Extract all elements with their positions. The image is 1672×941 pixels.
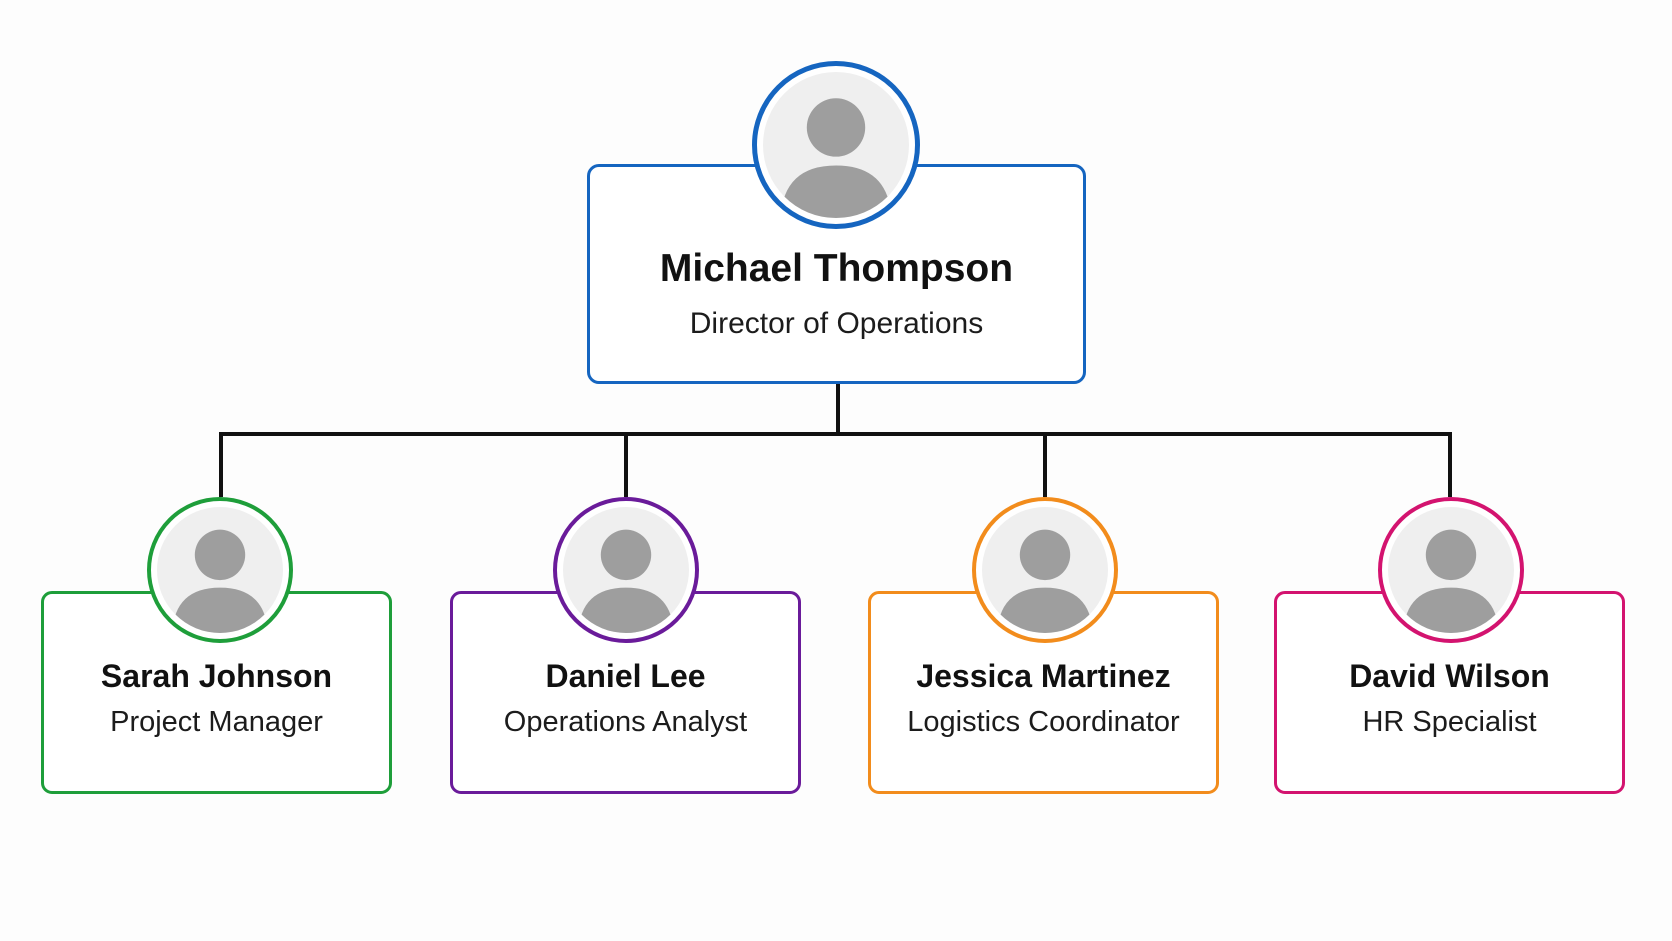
org-node-director[interactable]: Michael Thompson Director of Operations — [587, 164, 1086, 384]
person-silhouette-icon — [997, 529, 1093, 633]
org-node-report-2[interactable]: Daniel Lee Operations Analyst — [450, 591, 801, 794]
node-name: David Wilson — [1349, 658, 1550, 694]
node-name: Daniel Lee — [545, 658, 706, 694]
node-name: Jessica Martinez — [916, 658, 1171, 694]
person-silhouette-icon — [172, 529, 268, 633]
avatar — [972, 497, 1118, 643]
node-name: Sarah Johnson — [100, 658, 333, 694]
avatar — [1378, 497, 1524, 643]
person-silhouette-icon — [578, 529, 674, 633]
person-silhouette-icon — [1403, 529, 1499, 633]
person-silhouette-icon — [780, 98, 892, 218]
avatar — [147, 497, 293, 643]
avatar — [752, 61, 920, 229]
node-name: Michael Thompson — [659, 247, 1014, 290]
avatar — [553, 497, 699, 643]
org-node-report-3[interactable]: Jessica Martinez Logistics Coordinator — [868, 591, 1219, 794]
node-role: Project Manager — [110, 706, 323, 738]
node-role: Logistics Coordinator — [907, 706, 1180, 738]
node-role: Director of Operations — [689, 307, 984, 340]
node-role: HR Specialist — [1362, 706, 1537, 738]
node-role: Operations Analyst — [503, 706, 748, 738]
